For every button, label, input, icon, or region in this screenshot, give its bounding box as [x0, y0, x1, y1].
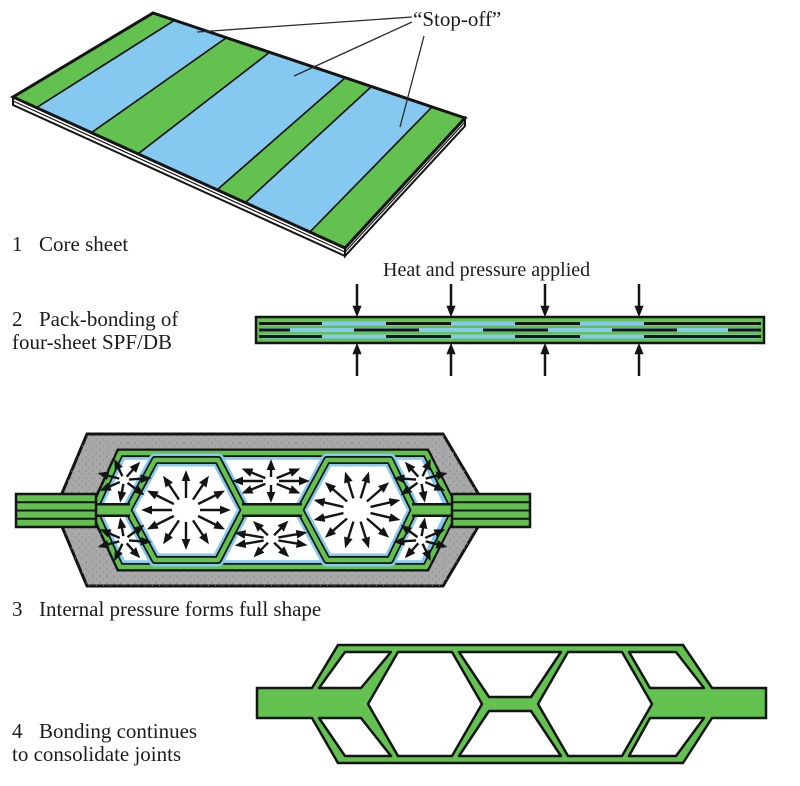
hex-cell [366, 650, 484, 758]
hex-cell [536, 650, 654, 758]
step2-number: 2 [12, 307, 23, 331]
corner-cell [317, 716, 393, 758]
core-sheet-figure [9, 11, 468, 259]
pack-tab-left [14, 492, 98, 529]
sheet-outline [9, 11, 468, 250]
pack-bonding-figure [254, 284, 766, 376]
pressure-arrows [352, 284, 644, 376]
consolidated-structure-figure [255, 643, 768, 765]
corner-cell [627, 650, 706, 690]
honeycomb-cells [317, 650, 706, 758]
step4-number: 4 [12, 719, 23, 743]
bottom-middle-cell [457, 709, 563, 758]
die-stipple-texture [55, 434, 488, 586]
internal-pressure-arrows [97, 458, 448, 562]
step1-number: 1 [12, 232, 23, 256]
forming-die-figure [14, 432, 532, 588]
step3-number: 3 [12, 597, 23, 621]
corner-cell [627, 716, 706, 758]
pack-tab-right [450, 492, 532, 529]
heat-pressure-annotation: Heat and pressure applied [383, 259, 591, 281]
stop-off-leader-lines [196, 16, 425, 128]
corner-cell [317, 650, 393, 690]
bonded-interface-segments [259, 322, 761, 338]
stop-off-annotation: “Stop-off” [413, 7, 502, 31]
top-middle-cell [457, 650, 563, 699]
